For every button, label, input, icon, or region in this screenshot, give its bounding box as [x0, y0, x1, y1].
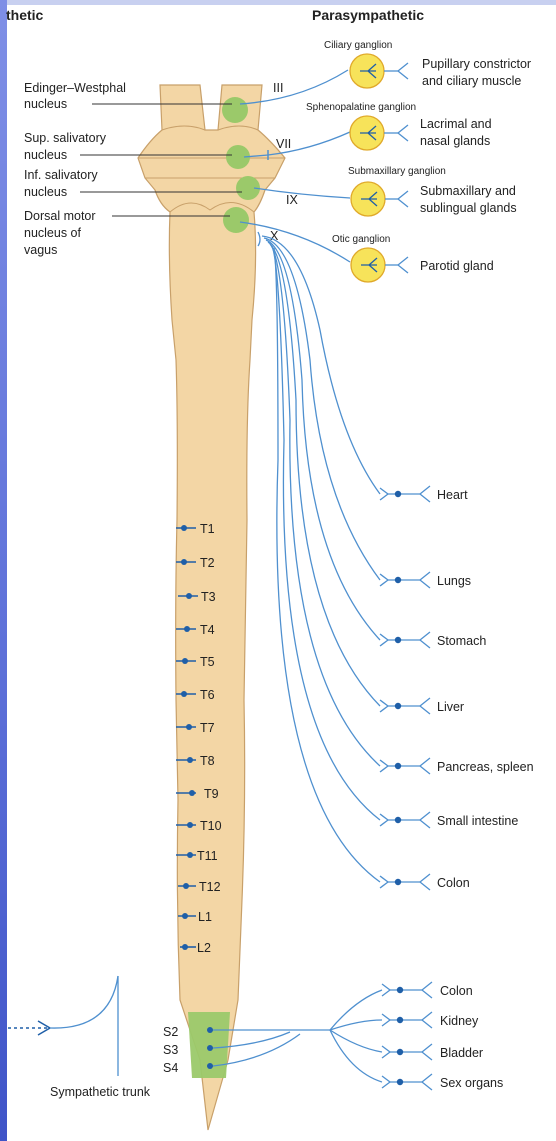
- organ-ending-stomach: Stomach: [380, 632, 486, 648]
- ganglion-target-line: Submaxillary and: [420, 184, 516, 198]
- nucleus-label-line: vagus: [24, 243, 57, 257]
- header-parasympathetic: Parasympathetic: [312, 7, 424, 23]
- cranial-nerve-label-III: III: [273, 81, 283, 95]
- ganglion-target-line: Lacrimal and: [420, 117, 492, 131]
- organ-ending-pancreas-spleen: Pancreas, spleen: [380, 758, 534, 774]
- svg-text:T6: T6: [200, 688, 215, 702]
- ganglion-target-line: Parotid gland: [420, 259, 494, 273]
- brainstem-and-spinal-cord: [138, 85, 285, 1130]
- sacral-level-label: S3: [163, 1043, 178, 1057]
- organ-label: Bladder: [440, 1046, 483, 1060]
- nucleus-label-line: Inf. salivatory: [24, 168, 98, 182]
- ganglion-target-line: Pupillary constrictor: [422, 57, 531, 71]
- nucleus-label-line: Edinger–Westphal: [24, 81, 126, 95]
- svg-text:L1: L1: [198, 910, 212, 924]
- sacral-level-label: S4: [163, 1061, 178, 1075]
- sympathetic-trunk: Sympathetic trunk: [8, 976, 151, 1099]
- svg-text:T1: T1: [200, 522, 215, 536]
- svg-text:T9: T9: [204, 787, 219, 801]
- organ-label: Sex organs: [440, 1076, 503, 1090]
- organ-label: Liver: [437, 700, 464, 714]
- organ-ending-liver: Liver: [380, 698, 464, 714]
- organ-label: Pancreas, spleen: [437, 760, 534, 774]
- organ-label: Kidney: [440, 1014, 479, 1028]
- organ-ending-small-intestine: Small intestine: [380, 812, 518, 828]
- sacral-level-label: S2: [163, 1025, 178, 1039]
- svg-text:T3: T3: [201, 590, 216, 604]
- header-sympathetic: thetic: [6, 7, 44, 23]
- vagal-organ-endings: Heart Lungs Stomach Liver: [380, 486, 534, 890]
- svg-text:T2: T2: [200, 556, 215, 570]
- svg-text:T4: T4: [200, 623, 215, 637]
- edinger-westphal-nucleus-dot: [222, 97, 248, 123]
- cranial-nerve-label-VII: VII: [276, 137, 291, 151]
- organ-label: Colon: [440, 984, 473, 998]
- svg-text:T11: T11: [197, 849, 218, 863]
- nucleus-label-line: nucleus: [24, 148, 67, 162]
- svg-text:T12: T12: [199, 880, 221, 894]
- nucleus-label-line: nucleus: [24, 185, 67, 199]
- sacral-ending-kidney: Kidney: [382, 1012, 479, 1028]
- nucleus-label-line: Sup. salivatory: [24, 131, 107, 145]
- cranial-nerve-label-IX: IX: [286, 193, 298, 207]
- sacral-ending-bladder: Bladder: [382, 1044, 483, 1060]
- organ-label: Colon: [437, 876, 470, 890]
- organ-label: Heart: [437, 488, 468, 502]
- ganglion-name: Sphenopalatine ganglion: [306, 102, 416, 113]
- dorsal-motor-nucleus-dot: [223, 207, 249, 233]
- organ-ending-heart: Heart: [380, 486, 468, 502]
- ganglia: Ciliary ganglion Pupillary constrictor a…: [306, 40, 531, 282]
- ganglion-target-line: and ciliary muscle: [422, 74, 521, 88]
- organ-ending-colon: Colon: [380, 874, 470, 890]
- nucleus-label-line: nucleus: [24, 97, 67, 111]
- sacral-ending-sex-organs: Sex organs: [382, 1074, 503, 1090]
- organ-label: Lungs: [437, 574, 471, 588]
- sacral-organ-endings: Colon Kidney Bladder Sex organs: [382, 982, 503, 1090]
- nucleus-label-line: nucleus of: [24, 226, 82, 240]
- organ-label: Small intestine: [437, 814, 518, 828]
- svg-text:T8: T8: [200, 754, 215, 768]
- svg-text:T10: T10: [200, 819, 222, 833]
- nucleus-label-line: Dorsal motor: [24, 209, 96, 223]
- ganglion-target-line: nasal glands: [420, 134, 490, 148]
- ganglion-target-line: sublingual glands: [420, 201, 517, 215]
- sacral-ending-colon: Colon: [382, 982, 473, 998]
- ganglion-name: Submaxillary ganglion: [348, 166, 446, 177]
- vagus-fibers: [262, 236, 380, 882]
- ganglion-name: Otic ganglion: [332, 234, 390, 245]
- sympathetic-trunk-label: Sympathetic trunk: [50, 1085, 151, 1099]
- svg-text:T7: T7: [200, 721, 215, 735]
- svg-text:L2: L2: [197, 941, 211, 955]
- ganglion-name: Ciliary ganglion: [324, 40, 392, 51]
- organ-ending-lungs: Lungs: [380, 572, 471, 588]
- organ-label: Stomach: [437, 634, 486, 648]
- svg-text:T5: T5: [200, 655, 215, 669]
